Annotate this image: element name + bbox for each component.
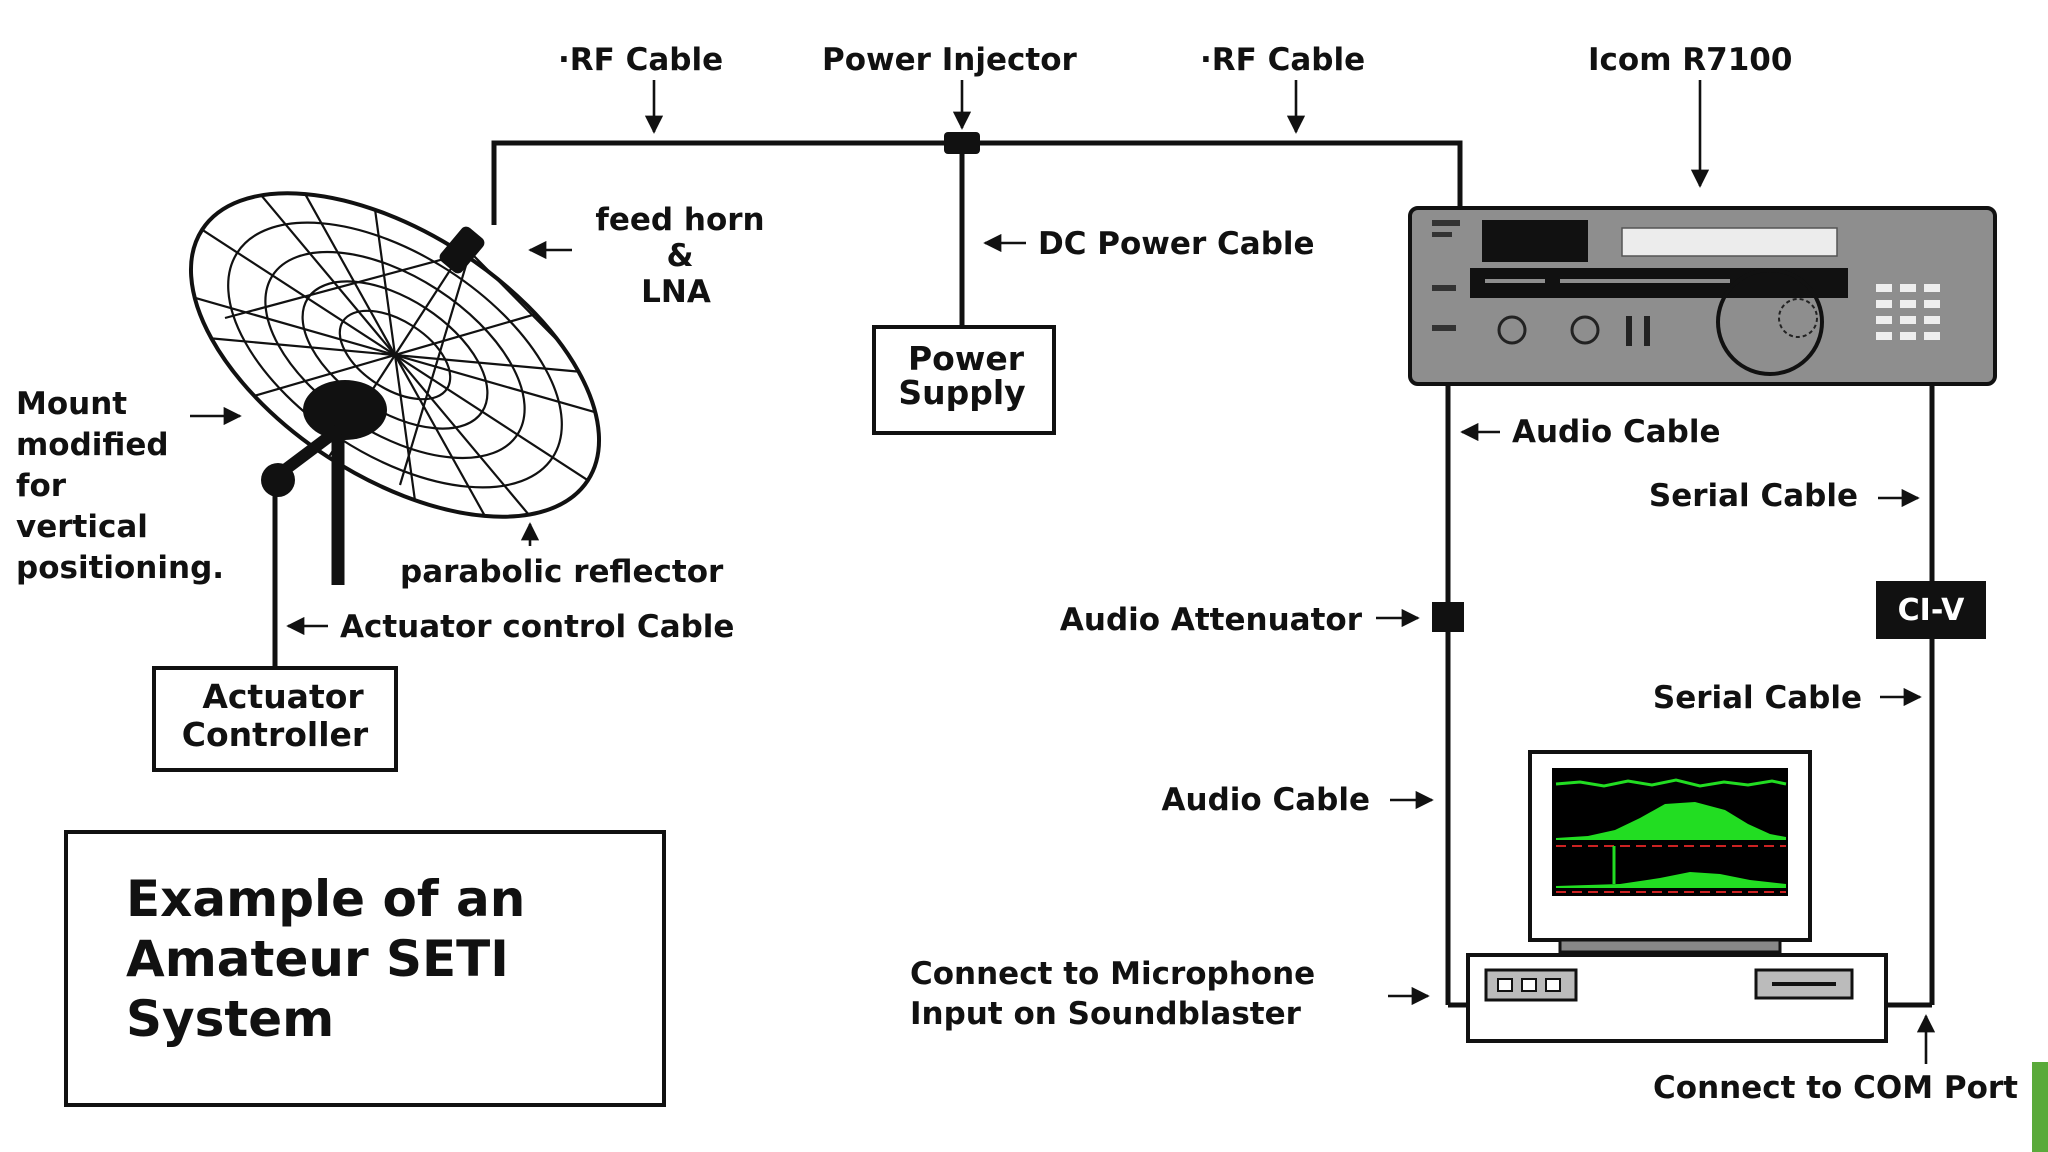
spectrum-peak-top	[1556, 802, 1786, 840]
serial-cable-top-label: Serial Cable	[1649, 478, 1858, 514]
title-box	[64, 830, 666, 1107]
rf-cable-right-label: ·RF Cable	[1200, 42, 1365, 78]
actuator-controller-label-2: Controller	[182, 715, 369, 754]
power-supply-box	[872, 325, 1056, 435]
power-injector-node	[944, 132, 980, 154]
serial-cable-bottom-label: Serial Cable	[1653, 680, 1862, 716]
mount-arm	[278, 425, 342, 477]
mic-input-label-1: Connect to Microphone	[910, 956, 1315, 992]
title-line-2: Amateur SETI	[126, 930, 509, 988]
dc-power-label: DC Power Cable	[1038, 226, 1315, 262]
com-port-label: Connect to COM Port	[1653, 1070, 2018, 1106]
mount-label-5: positioning.	[16, 550, 224, 586]
actuator-controller-box	[152, 666, 398, 772]
slide-edge-accent	[2032, 1062, 2048, 1152]
rf-cable-left-label: ·RF Cable	[558, 42, 723, 78]
power-supply-label-2: Supply	[898, 373, 1025, 412]
mount-label-3: for	[16, 468, 67, 504]
icom-label: Icom R7100	[1588, 42, 1792, 78]
audio-cable-top-label: Audio Cable	[1512, 414, 1720, 450]
feed-horn-ampersand: &	[666, 238, 693, 274]
spectrum-trace-top	[1555, 778, 1787, 788]
title-line-3: System	[126, 990, 334, 1048]
actuator-cable-label: Actuator control Cable	[340, 609, 734, 645]
title-line-1: Example of an	[126, 870, 525, 928]
icom-r7100-receiver	[1408, 206, 1997, 386]
civ-interface-box	[1876, 581, 1986, 639]
actuator-joint	[261, 463, 295, 497]
lna-label: LNA	[641, 274, 711, 310]
civ-label: CI-V	[1898, 593, 1965, 628]
mount-label-2: modified	[16, 427, 169, 463]
mic-input-label-2: Input on Soundblaster	[910, 996, 1302, 1032]
actuator-controller-label-1: Actuator	[202, 677, 364, 716]
audio-cable-bottom-label: Audio Cable	[1162, 782, 1370, 818]
spectrum-peak-bottom	[1556, 872, 1786, 888]
mount-label-1: Mount	[16, 386, 127, 422]
feed-horn-lna	[439, 226, 485, 274]
power-supply-label-1: Power	[908, 339, 1025, 378]
dish-hub	[303, 380, 387, 440]
computer	[1466, 750, 1888, 1043]
audio-attenuator-node	[1432, 602, 1464, 632]
feed-horn-label: feed horn	[595, 202, 764, 238]
mount-label-4: vertical	[16, 509, 148, 545]
power-injector-label: Power Injector	[822, 42, 1078, 78]
parabolic-label: parabolic reflector	[400, 554, 724, 590]
parabolic-dish	[188, 191, 602, 519]
audio-attenuator-label: Audio Attenuator	[1060, 602, 1363, 638]
